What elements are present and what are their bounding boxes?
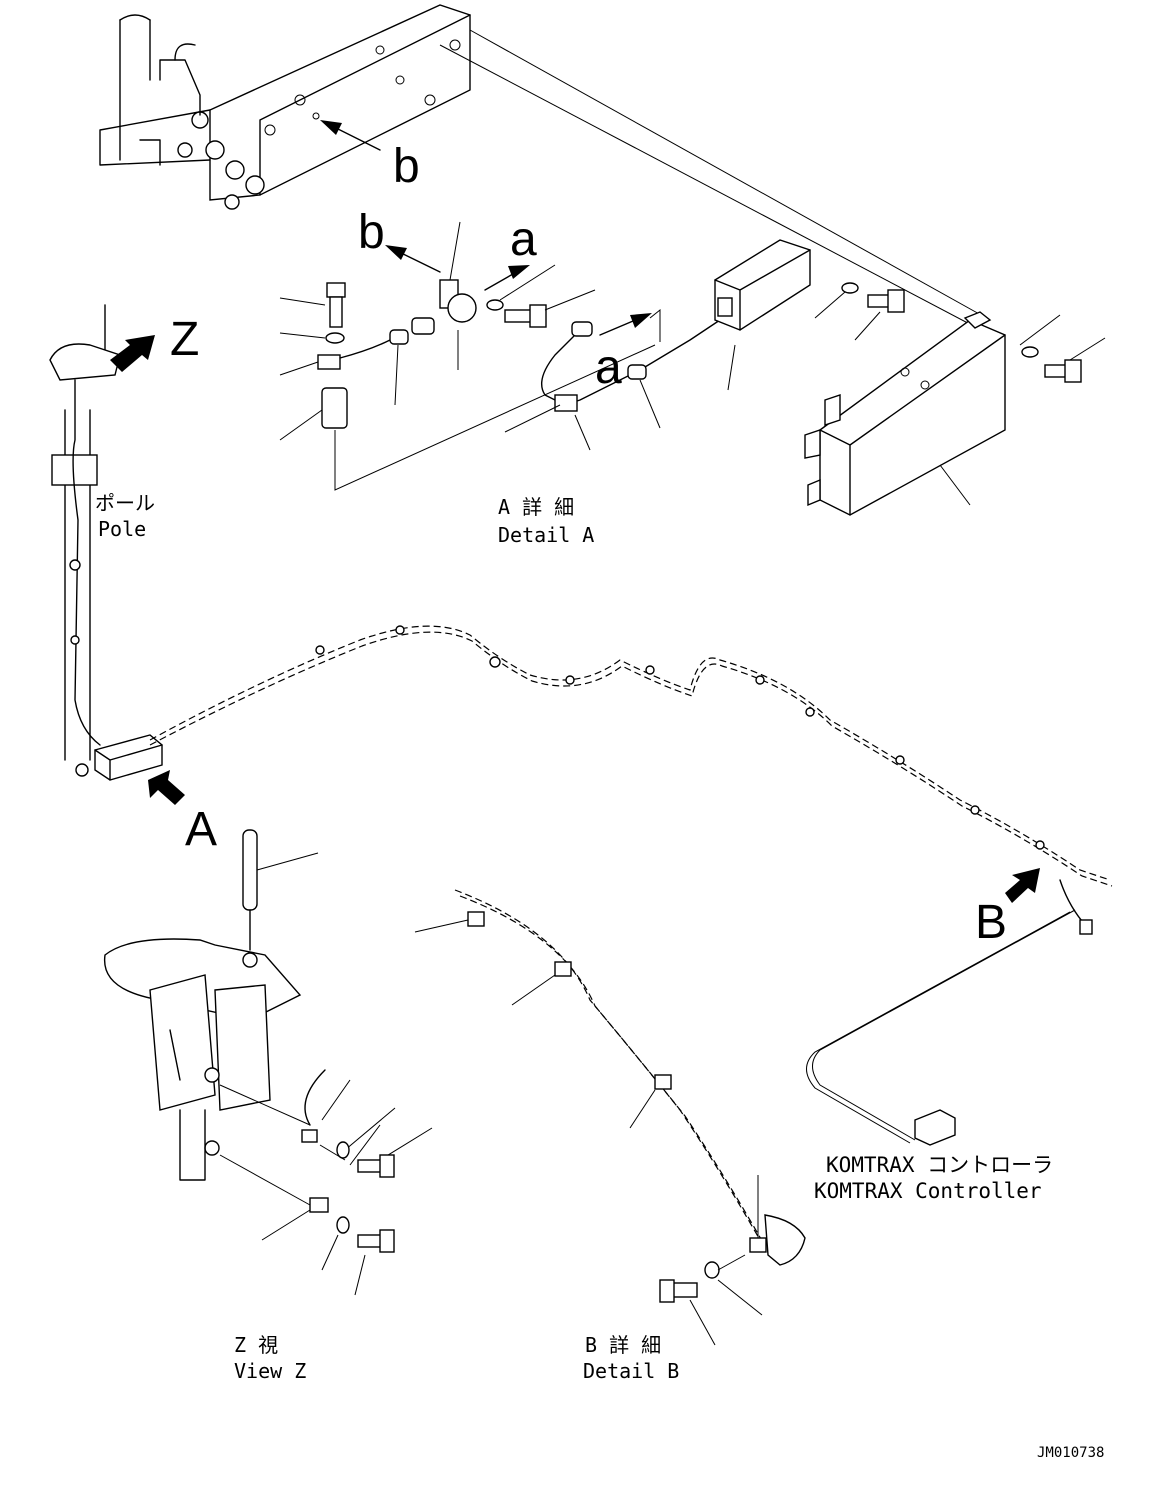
controller-en-label: KOMTRAX Controller	[814, 1179, 1042, 1203]
controller-cable	[806, 909, 1076, 1146]
frame-to-controller-line-2	[469, 29, 991, 321]
view-z-en-label: View Z	[234, 1359, 306, 1383]
komtrax-controller-box	[804, 311, 1006, 516]
pole	[49, 304, 163, 781]
controller-fasteners	[814, 282, 1106, 383]
detail-a-parts	[279, 221, 811, 491]
ref-b-upper-label: b	[393, 140, 420, 193]
arrow-b-upper	[320, 120, 381, 151]
pole-en-label: Pole	[98, 517, 146, 541]
arrow-z	[110, 335, 155, 372]
detail-b-en-label: Detail B	[583, 1359, 679, 1383]
ref-a-inner-label: a	[595, 341, 622, 394]
view-z-assembly	[103, 829, 433, 1296]
arrow-a-marker	[148, 770, 185, 805]
detail-b-assembly	[414, 889, 806, 1346]
detail-b-marker: B	[975, 896, 1007, 949]
detail-a-en-label: Detail A	[498, 523, 594, 547]
pole-jp-label: ポール	[95, 491, 155, 515]
detail-a-marker: A	[185, 803, 217, 856]
ref-b-detail-label: b	[358, 206, 385, 259]
view-z-marker: Z	[170, 313, 199, 366]
arrow-b-marker	[1005, 868, 1040, 903]
frame-to-controller-line-1	[439, 44, 1001, 341]
drawing-number: JM010738	[1037, 1445, 1104, 1461]
detail-b-jp-label: B 詳 細	[585, 1333, 661, 1357]
controller-jp-label: KOMTRAX コントローラ	[826, 1153, 1053, 1177]
harness-route	[149, 625, 1113, 935]
view-z-jp-label: Z 視	[234, 1333, 278, 1357]
ref-a-detail-label: a	[510, 213, 537, 266]
detail-a-jp-label: A 詳 細	[498, 495, 574, 519]
upper-frame-assembly	[99, 4, 471, 210]
